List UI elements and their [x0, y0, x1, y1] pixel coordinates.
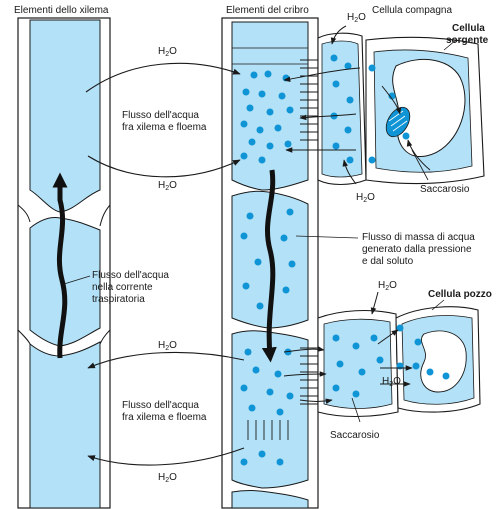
movement-arrows: [283, 25, 431, 404]
water-label: H2O: [158, 46, 177, 58]
sieve-element-top: [231, 21, 309, 191]
water-label: H2O: [382, 376, 401, 388]
transpiration-label-line1: Flusso dell'acqua: [92, 270, 169, 281]
transpiration-label-line3: traspiratoria: [92, 294, 145, 305]
flow-label-bottom-line1: Flusso dell'acqua: [122, 400, 199, 411]
water-label: H2O: [378, 280, 397, 292]
mass-flow-label-line3: e dal soluto: [362, 256, 414, 267]
sink-cell-label: Cellula pozzo: [428, 289, 492, 300]
source-cell-label-line1: Cellula: [452, 23, 485, 34]
water-label: H2O: [347, 12, 366, 24]
companion-cell-label: Cellula compagna: [372, 5, 453, 16]
flow-label-top-line2: fra xilema e floema: [122, 122, 207, 133]
xylem-phloem-arrows: [85, 62, 245, 466]
water-label: H2O: [158, 472, 177, 484]
xylem-element-bottom: [29, 341, 101, 509]
xylem-column: [17, 17, 111, 509]
transpiration-arrow: [52, 172, 68, 359]
mass-flow-label-line2: generato dalla pressione: [362, 244, 472, 255]
sieve-element-bottom: [231, 330, 309, 489]
water-label: H2O: [158, 340, 177, 352]
sucrose-label-bottom: Saccarosio: [330, 430, 380, 441]
source-cell: [365, 36, 485, 185]
transpiration-label-line2: nella corrente: [92, 282, 153, 293]
sink-cell: [395, 306, 481, 413]
sucrose-label-top: Saccarosio: [420, 184, 470, 195]
leader-lines: [63, 39, 457, 423]
water-label: H2O: [356, 192, 375, 204]
flow-label-top-line1: Flusso dell'acqua: [122, 110, 199, 121]
xylem-element-top: [29, 19, 101, 213]
water-label: H2O: [158, 180, 177, 192]
xylem-header: Elementi dello xilema: [14, 5, 109, 16]
source-cell-label-line2: sorgente: [446, 35, 489, 46]
sieve-tube-column: [221, 17, 320, 509]
sieve-header: Elementi del cribro: [226, 5, 309, 16]
mass-flow-arrow: [261, 169, 277, 363]
flow-label-bottom-line2: fra xilema e floema: [122, 412, 207, 423]
companion-cell-top: [317, 32, 367, 186]
mass-flow-label-line1: Flusso di massa di acqua: [362, 232, 475, 243]
